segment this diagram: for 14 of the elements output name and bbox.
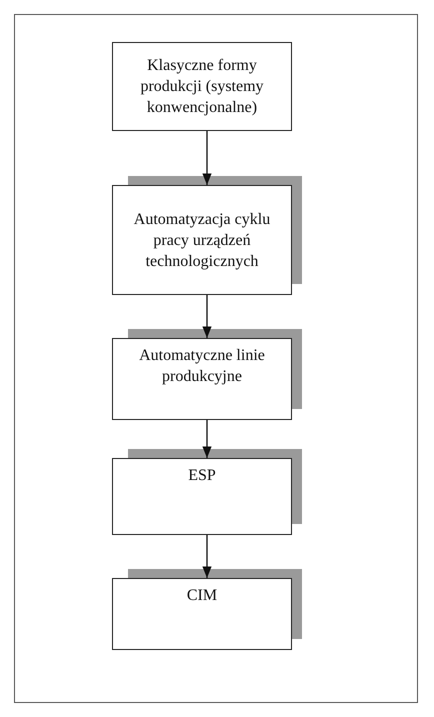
box-text: CIM (186, 586, 218, 606)
process-box (112, 578, 292, 650)
process-box (112, 338, 292, 420)
box-text: Automatyczne linie produkcyjne (138, 346, 266, 387)
box-text: Klasyczne formy produkcji (systemy konwencjonalne) (139, 56, 265, 118)
arrow (202, 131, 212, 185)
box-text: ESP (188, 466, 216, 486)
process-box (112, 458, 292, 535)
process-box (112, 185, 292, 295)
arrow (202, 295, 212, 338)
process-box (112, 42, 292, 131)
arrow (202, 420, 212, 458)
box-text: Automatyzacja cyklu pracy urządzeń technologicznych (132, 210, 272, 272)
arrow (202, 535, 212, 578)
